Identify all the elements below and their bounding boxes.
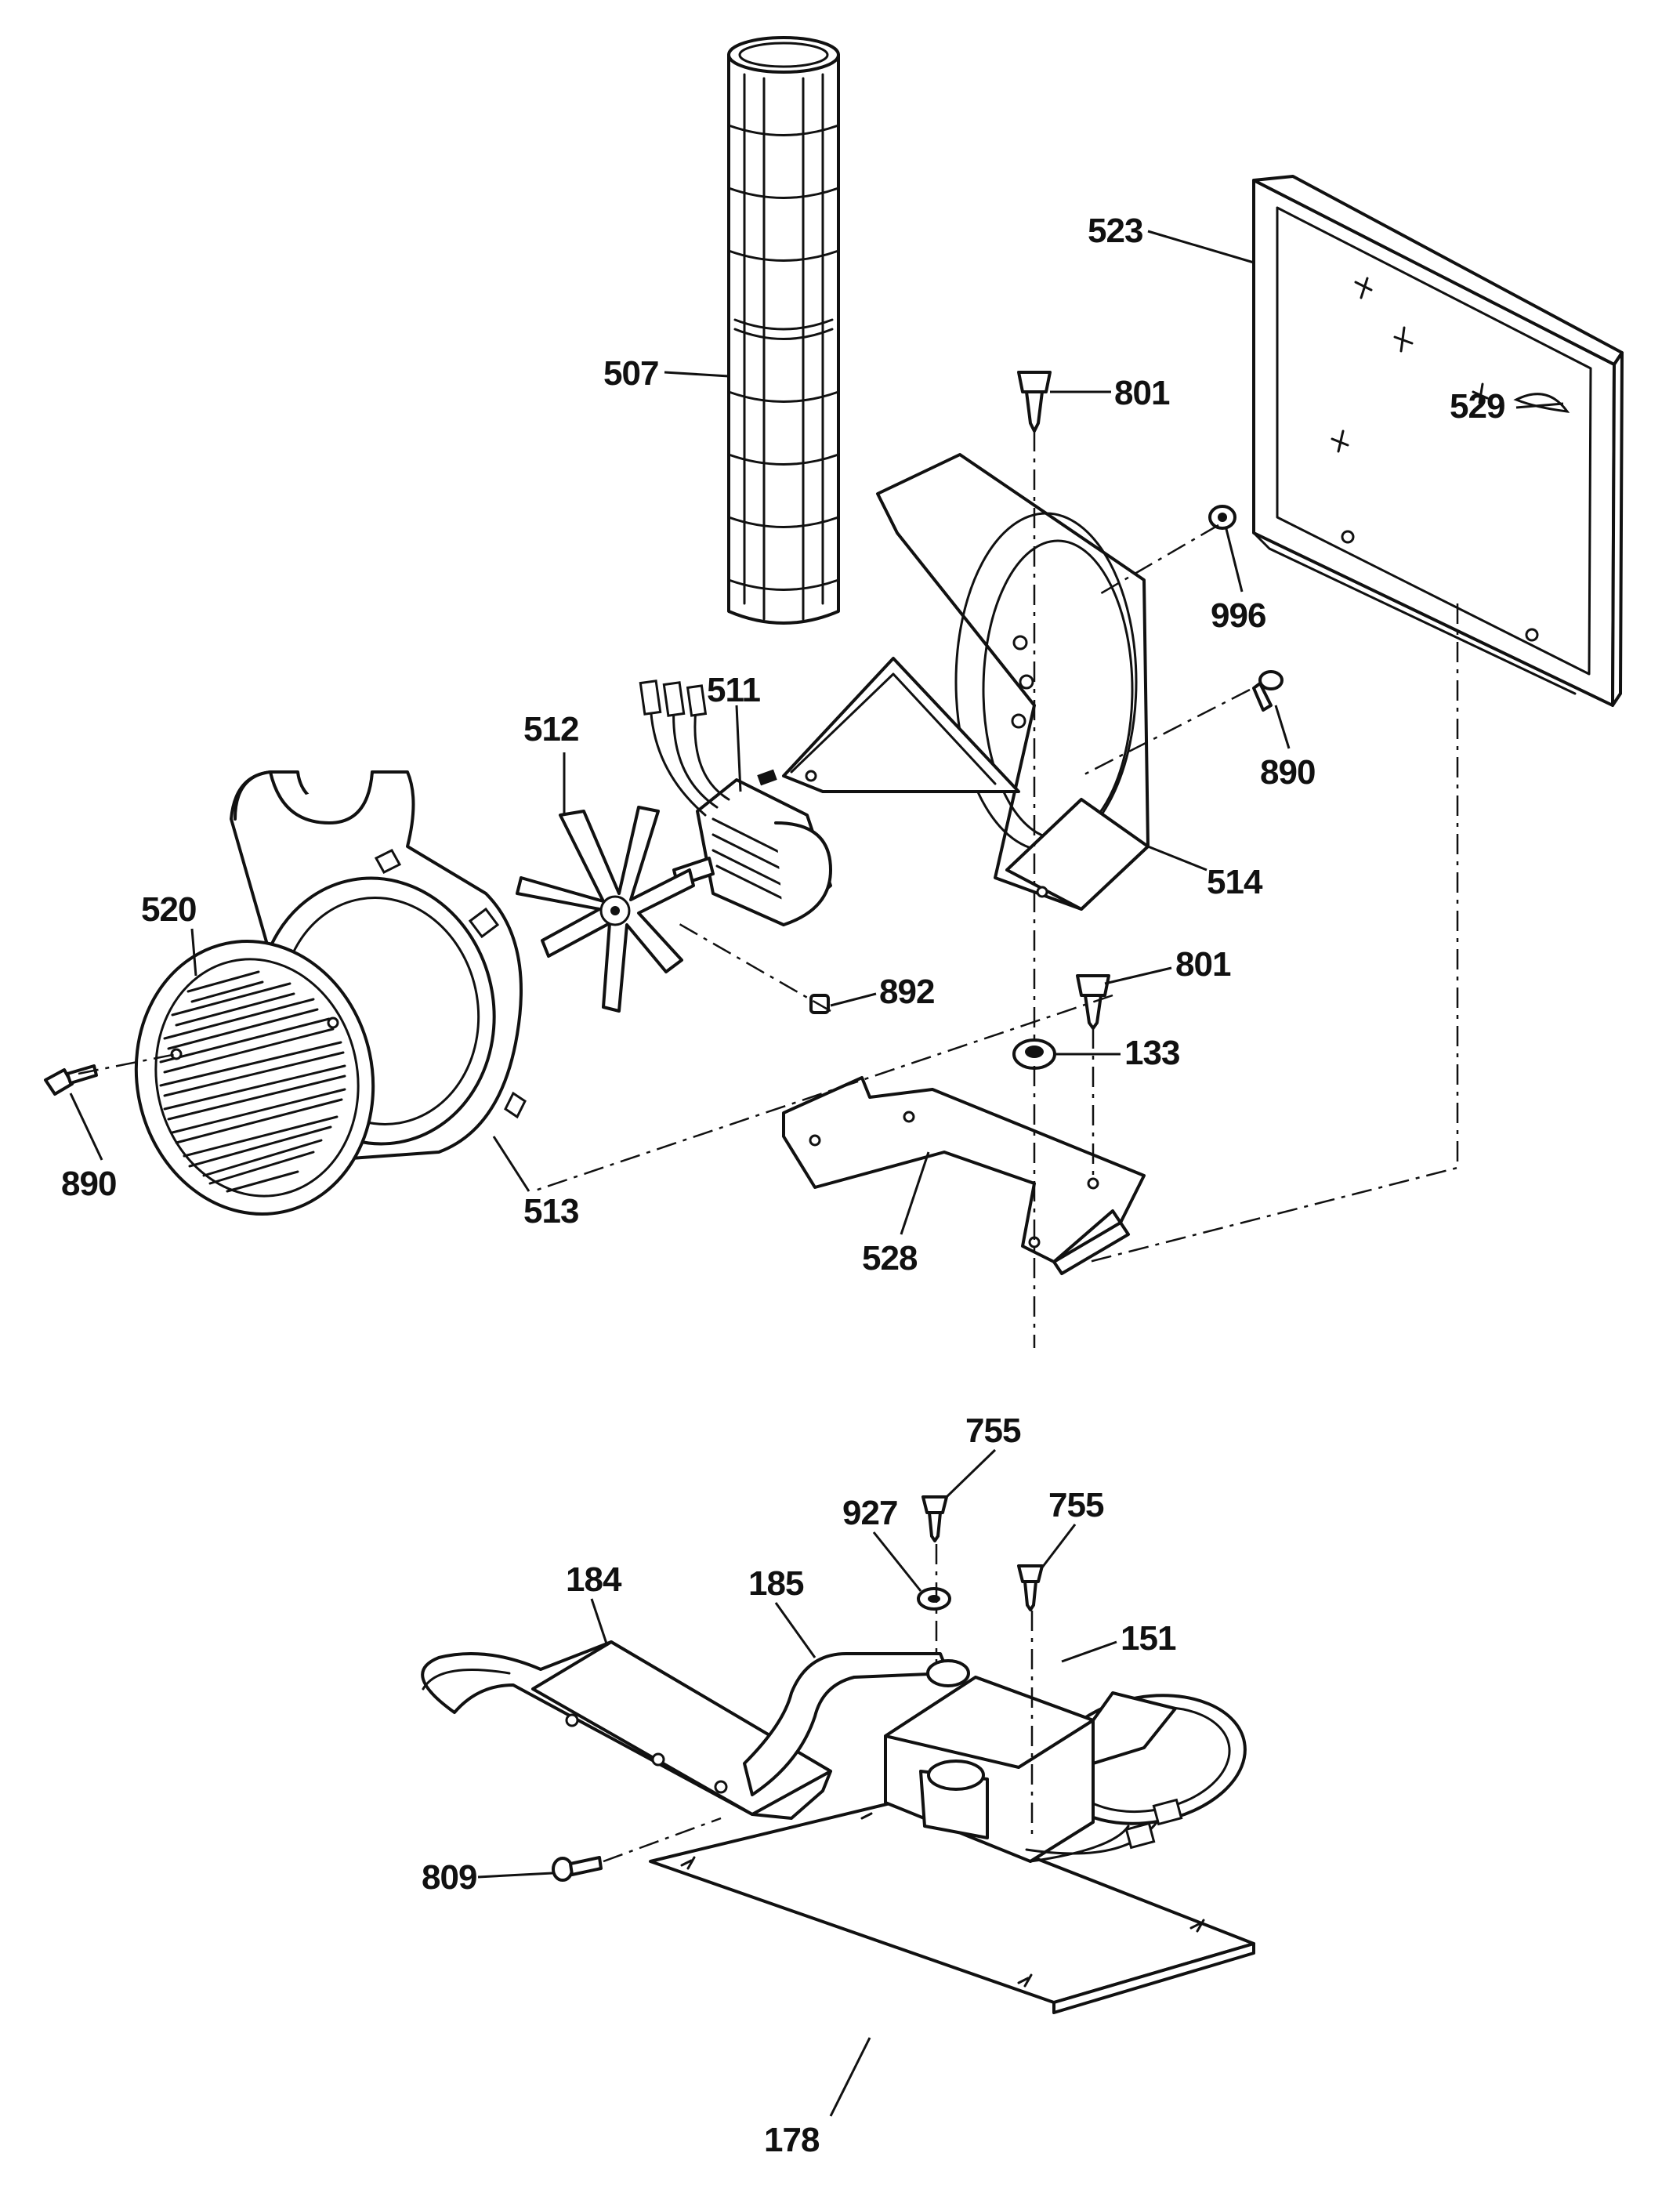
callout-labels: 507 523 801 529 996 511 512 890 514 520 … [61,212,1505,2159]
callout-809: 809 [422,1858,476,1897]
callout-892: 892 [879,973,934,1011]
fan-motor-511 [639,679,832,926]
screw-890-left [44,1064,98,1096]
grommet-133 [1012,1038,1056,1070]
callout-523: 523 [1088,212,1142,250]
callout-151: 151 [1121,1619,1176,1658]
callout-133: 133 [1124,1034,1179,1072]
motor-bracket-514 [782,453,1150,911]
screw-801-lower [1076,974,1110,1030]
callout-511: 511 [707,671,761,709]
callout-512: 512 [523,710,578,748]
fan-blade-512 [516,806,695,1013]
callout-520: 520 [141,890,196,929]
base-plate-528 [782,1076,1146,1275]
callout-996: 996 [1211,596,1265,635]
blower-wheel-507 [727,36,840,625]
motor-assembly-151 [884,1676,1247,1863]
screw-809 [552,1856,603,1882]
callout-178: 178 [764,2121,820,2159]
screw-755-right [1017,1564,1044,1611]
callout-528: 528 [862,1239,918,1277]
callout-755-left: 755 [965,1412,1021,1450]
callout-514: 514 [1207,863,1263,901]
screw-801-top [1017,371,1052,433]
leader-lines [69,230,1564,2117]
insulation-529 [1513,393,1570,413]
nut-996 [1208,505,1236,530]
callout-529: 529 [1450,387,1504,426]
callout-801-lower: 801 [1175,945,1231,984]
callout-801-top: 801 [1114,374,1170,412]
callout-890-right: 890 [1260,753,1315,792]
callout-513: 513 [523,1192,578,1230]
alignment-lines [78,431,1459,1863]
rear-panel-523 [1252,175,1624,707]
callout-890-left: 890 [61,1165,116,1203]
bracket-184 [421,1640,832,1820]
callout-184: 184 [566,1560,622,1599]
grille-520 [134,940,375,1216]
callout-755-right: 755 [1048,1486,1104,1524]
callout-927: 927 [842,1494,897,1532]
callout-185: 185 [748,1564,804,1603]
screw-890-right [1252,670,1284,712]
washer-927 [917,1587,951,1611]
screw-755-left [921,1495,948,1542]
callout-507: 507 [603,354,658,393]
strap-185 [743,1652,970,1796]
pad-178 [649,1801,1255,2014]
